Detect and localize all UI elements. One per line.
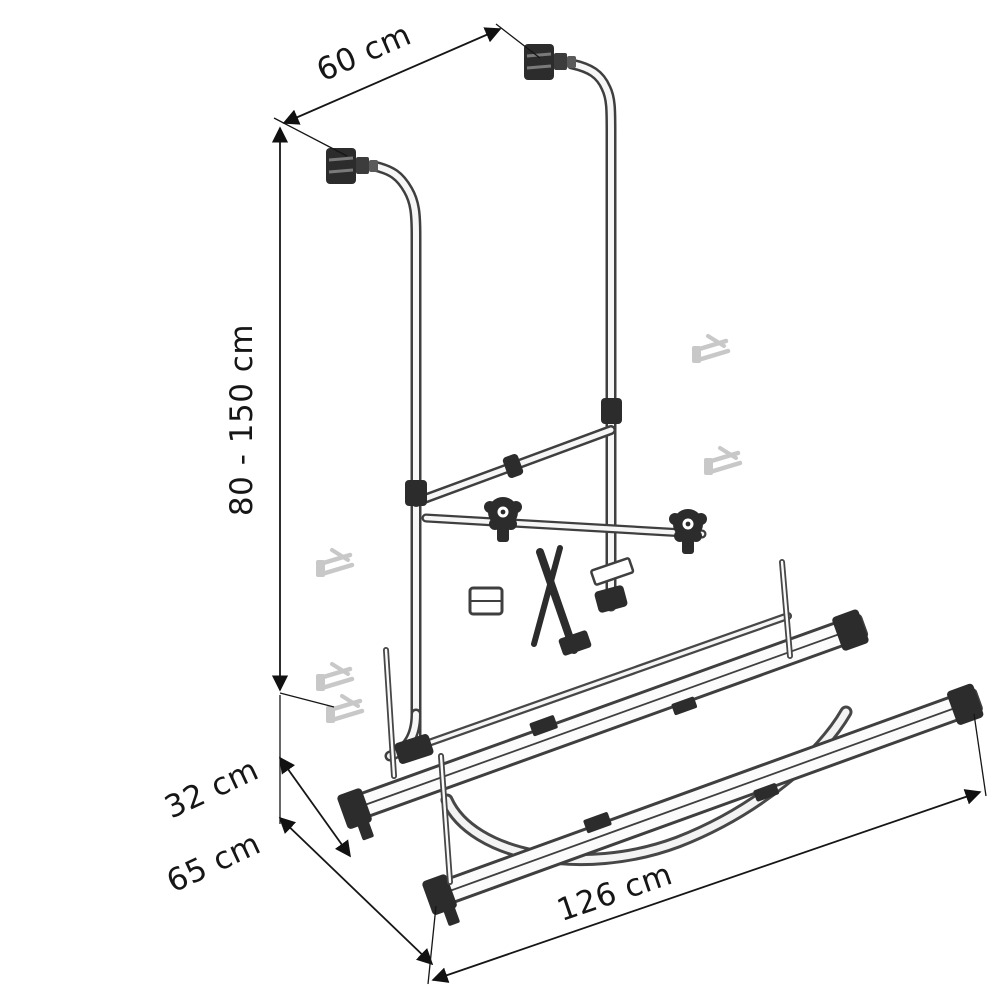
dimension-top-width: 60 cm xyxy=(273,17,541,157)
tilt-mechanism xyxy=(468,545,635,656)
ghost-bracket-icon xyxy=(326,696,362,723)
tube-fittings xyxy=(394,398,628,764)
ghost-bracket-icon xyxy=(692,336,728,363)
dim-lower-depth-label: 65 cm xyxy=(161,826,266,900)
top-clamp-right xyxy=(522,42,578,82)
ghost-bracket-icon xyxy=(316,550,352,577)
dim-upper-depth-label: 32 cm xyxy=(159,752,264,826)
top-clamp-left xyxy=(324,146,380,186)
dimension-lower-depth: 65 cm xyxy=(161,816,434,966)
left-upright-tube xyxy=(374,166,416,756)
ghost-bracket-icon xyxy=(704,448,740,475)
crossbar xyxy=(416,430,702,534)
bike-rack xyxy=(324,42,984,926)
dimension-height-range: 80 - 150 cm xyxy=(224,126,335,824)
dim-top-width-label: 60 cm xyxy=(311,17,416,90)
ghost-bracket-icon xyxy=(316,664,352,691)
dim-height-range-label: 80 - 150 cm xyxy=(224,324,260,516)
